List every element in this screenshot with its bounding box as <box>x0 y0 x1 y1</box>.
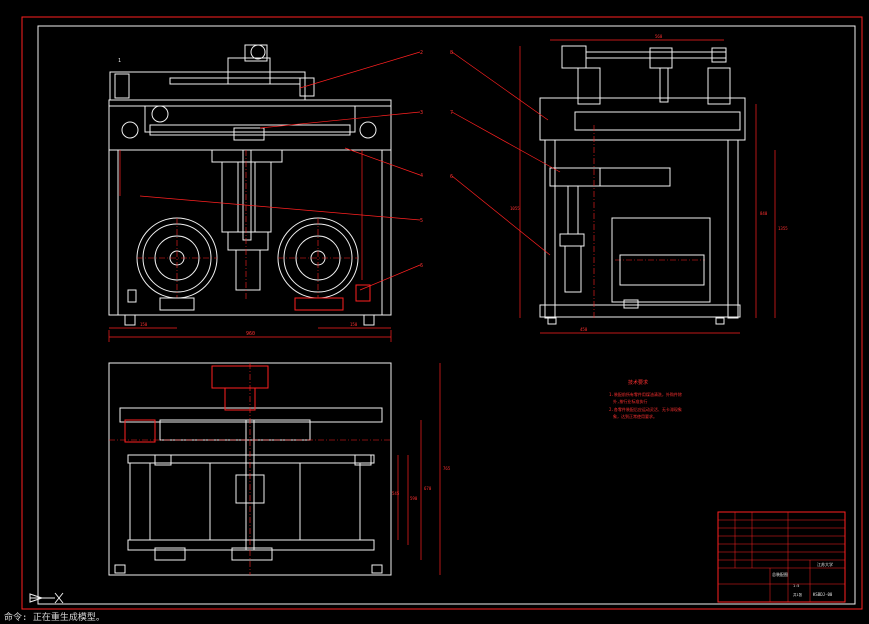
technical-requirements: 技术要求 1.装配前所有零件用煤油清洗，外购件除 外,按行业标准执行 2.各零件… <box>609 379 682 419</box>
balloon-5: 5 <box>420 218 423 224</box>
side-dim-top: 560 <box>655 34 663 39</box>
side-dim-height: 1055 <box>510 206 520 211</box>
tech-line-3: 2.各零件装配后应运动灵活、无卡滞现象 <box>609 406 682 412</box>
title-school: 江苏大学 <box>817 561 833 567</box>
front-view: 960 150 150 1 2 3 4 5 6 <box>108 44 423 342</box>
top-dim-2: 670 <box>424 486 432 491</box>
title-sheet: 共1张 <box>793 592 803 597</box>
side-dim-right: 1355 <box>778 226 788 231</box>
tech-line-4: 象，达到正常使用要求。 <box>613 413 657 419</box>
side-balloon-6: 6 <box>450 174 453 180</box>
front-width-dim: 960 <box>246 331 255 337</box>
side-dim-mid: 840 <box>760 211 768 216</box>
command-line[interactable]: 命令: 正在重生成模型。 <box>4 613 105 623</box>
balloon-2: 2 <box>420 50 423 56</box>
front-sub-dim-right: 150 <box>350 322 358 327</box>
top-dim-1: 765 <box>443 466 451 471</box>
side-balloon-7: 7 <box>450 110 453 116</box>
side-view: 1055 840 1355 450 560 8 7 6 <box>450 34 788 334</box>
balloon-1: 1 <box>118 58 121 64</box>
balloon-4: 4 <box>420 173 423 179</box>
side-balloon-8: 8 <box>450 50 453 56</box>
side-dim-width: 450 <box>580 327 588 332</box>
balloon-6: 6 <box>420 263 423 269</box>
title-scale: 1:5 <box>793 584 799 588</box>
top-dim-3: 590 <box>410 496 418 501</box>
front-sub-dim-left: 150 <box>140 322 148 327</box>
tech-line-1: 1.装配前所有零件用煤油清洗，外购件除 <box>609 391 682 397</box>
top-dim-4: 545 <box>392 491 400 496</box>
balloon-3: 3 <box>420 110 423 116</box>
top-view: 765 670 590 545 <box>108 362 451 576</box>
sheet-border <box>21 16 863 610</box>
title-block: 总装配图 江苏大学 KSBDJ-00 1:5 共1张 <box>717 511 846 603</box>
tech-heading: 技术要求 <box>628 379 648 386</box>
ucs-icon <box>29 592 64 604</box>
title-drawing-name: 总装配图 <box>772 571 788 577</box>
tech-line-2: 外,按行业标准执行 <box>613 398 647 404</box>
title-drawing-number: KSBDJ-00 <box>813 592 833 597</box>
